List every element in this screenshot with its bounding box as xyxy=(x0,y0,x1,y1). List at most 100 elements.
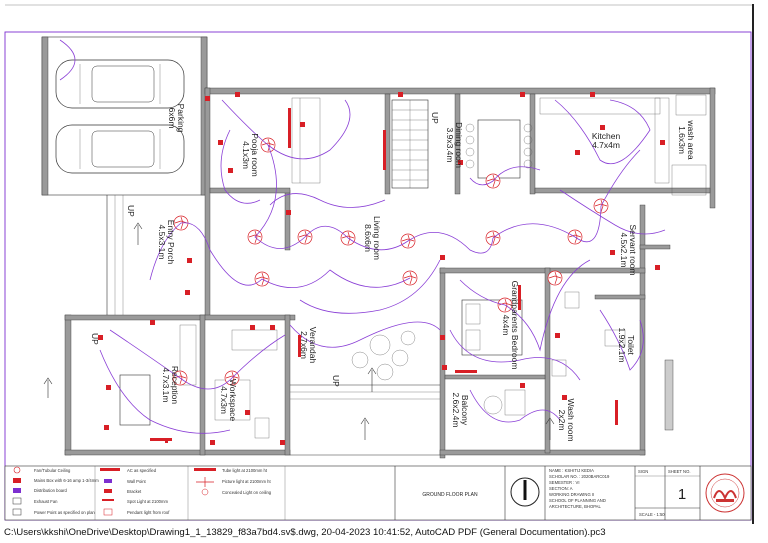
legend-column-1: Fan/Tubular Ceiling Mains Box with 6-16 … xyxy=(12,466,99,516)
legend-item-label: Mains Box with 6-16 amp 1-3/4mm xyxy=(34,478,99,483)
electrical-wiring xyxy=(59,39,666,434)
legend-item-label: Exhaust Fan xyxy=(34,499,58,504)
sheet-edge xyxy=(752,4,754,524)
dining-table xyxy=(465,119,533,179)
title-block: Fan/Tubular Ceiling Mains Box with 6-16 … xyxy=(4,465,752,521)
room-label-wash-room: Wash room xyxy=(566,398,576,441)
room-label-entry: Entry Porch xyxy=(166,220,176,265)
up-label: UP xyxy=(90,333,100,345)
staircase xyxy=(391,99,429,189)
exhaust-fan-icon xyxy=(12,497,22,505)
room-size-balcony: 2.6x2.4m xyxy=(451,393,461,428)
subject: WORKING DRAWING II xyxy=(549,492,594,497)
switch-points xyxy=(98,92,665,445)
room-label-verandah: Verandah xyxy=(308,327,318,364)
up-label: UP xyxy=(126,205,136,217)
school-logo-icon xyxy=(705,473,745,513)
sign-label: SIGN xyxy=(638,469,648,474)
picture-icon xyxy=(196,477,214,487)
legend-item-label: Wall Point xyxy=(127,479,147,484)
legend-item-label: Bracket xyxy=(127,489,142,494)
legend-item-label: Concealed Light on ceiling xyxy=(222,490,272,495)
ceiling-fans xyxy=(172,137,609,386)
room-label-grandparents: Grandparents Bedroom xyxy=(510,281,520,370)
legend-item-label: Tube light at 2100mm ht xyxy=(222,468,268,473)
room-label-kitchen: Kitchen xyxy=(592,131,621,141)
room-size-toilet: 1.9x2.1m xyxy=(617,328,627,363)
legend-column-3: Tube light at 2100mm ht Picture light at… xyxy=(194,468,272,496)
legend-item-label: Spot Light at 2100mm xyxy=(127,499,168,504)
legend-item-label: Picture light at 2100mm ht xyxy=(222,479,271,484)
room-label-parking: Parking xyxy=(176,104,186,133)
student-name: NAME : KSHITIJ KEDIA xyxy=(549,468,594,473)
room-label-toilet: Toilet xyxy=(626,335,636,355)
bed xyxy=(461,299,523,356)
legend-item-label: AC as specified xyxy=(127,468,157,473)
north-sign-icon xyxy=(510,477,540,507)
direction-arrows xyxy=(43,222,555,440)
room-size-entry: 4.5x3.1m xyxy=(157,225,167,260)
section: SECTION: A xyxy=(549,486,573,491)
room-size-reception: 4.7x3.1m xyxy=(161,368,171,403)
room-size-wash-area: 1.6x3m xyxy=(677,126,687,154)
room-size-verandah: 2.7x6m xyxy=(299,331,309,359)
school-city: ARCHITECTURE, BHOPAL xyxy=(549,504,601,509)
sheet-number: 1 xyxy=(678,486,686,503)
power-point-icon xyxy=(12,508,22,516)
room-label-workspace: Workspace xyxy=(228,379,238,422)
legend-item-label: Distribution board xyxy=(34,488,67,493)
file-path-footer: C:\Users\kkshi\OneDrive\Desktop\Drawing1… xyxy=(4,527,606,538)
room-size-living: 8.6x6m xyxy=(363,224,373,252)
board-icon xyxy=(13,478,21,483)
distribution-board-icon xyxy=(13,488,21,493)
legend-item-label: Fan/Tubular Ceiling xyxy=(34,468,71,473)
room-label-wash-area: wash area xyxy=(686,119,696,159)
student-details: NAME : KSHITIJ KEDIA SCHOLAR NO. : 2020B… xyxy=(549,468,610,509)
room-label-balcony: Balcony xyxy=(460,395,470,426)
school: SCHOOL OF PLANNING AND xyxy=(549,498,606,503)
concealed-icon xyxy=(201,488,209,496)
room-label-living: Living room xyxy=(372,216,382,260)
room-label-servant: Servant room xyxy=(628,224,638,275)
bath-fixtures xyxy=(254,291,674,439)
plan-title: GROUND FLOOR PLAN xyxy=(422,492,478,498)
reception-furniture xyxy=(119,324,278,426)
pendant-icon xyxy=(103,508,113,516)
room-size-workspace: 4.7x3m xyxy=(219,386,229,414)
spot-icon xyxy=(102,499,114,501)
room-size-kitchen: 4.7x4m xyxy=(592,140,620,150)
room-size-parking: 6x6m xyxy=(167,108,177,129)
building-walls xyxy=(64,87,716,459)
up-label: UP xyxy=(430,112,440,124)
parking-area xyxy=(41,36,208,196)
room-size-wash-room: 2x2m xyxy=(557,410,567,431)
room-label-dining: Dining room xyxy=(454,122,464,168)
sheet-label: SHEET NO. xyxy=(668,469,691,474)
wall-point-icon xyxy=(104,479,112,483)
verandah-seating xyxy=(351,330,416,381)
pooja-shelf xyxy=(291,97,321,184)
kitchen-counter xyxy=(539,94,707,196)
room-label-reception: Reception xyxy=(170,366,180,405)
legend-item-label: Power Point as specified on plan xyxy=(34,510,95,515)
fan-icon xyxy=(13,466,21,474)
room-label-pooja: Pooja room xyxy=(250,133,260,176)
room-size-servant: 4.5x2.1m xyxy=(619,233,629,268)
room-size-pooja: 4.1x3m xyxy=(241,141,251,169)
legend-column-2: AC as specified Wall Point Bracket Spot … xyxy=(100,468,170,516)
entry-steps xyxy=(106,195,440,456)
ac-icon xyxy=(100,468,120,471)
up-label: UP xyxy=(331,375,341,387)
room-size-grandparents: 4x4m xyxy=(501,315,511,336)
scholar-number: SCHOLAR NO. : 2020BARC019 xyxy=(549,474,610,479)
car-icon xyxy=(55,59,185,109)
tube-icon xyxy=(194,468,216,471)
room-size-dining: 3.9x3.4m xyxy=(445,128,455,163)
bracket-icon xyxy=(104,489,112,493)
scale-label: SCALE - 1:50 xyxy=(639,512,665,517)
semester: SEMESTER : VI xyxy=(549,480,579,485)
car-icon xyxy=(55,124,185,174)
legend-item-label: Pendant light from roof xyxy=(127,510,170,515)
room-labels: Parking 6x6m Pooja room 4.1x3m Dining ro… xyxy=(90,104,696,442)
